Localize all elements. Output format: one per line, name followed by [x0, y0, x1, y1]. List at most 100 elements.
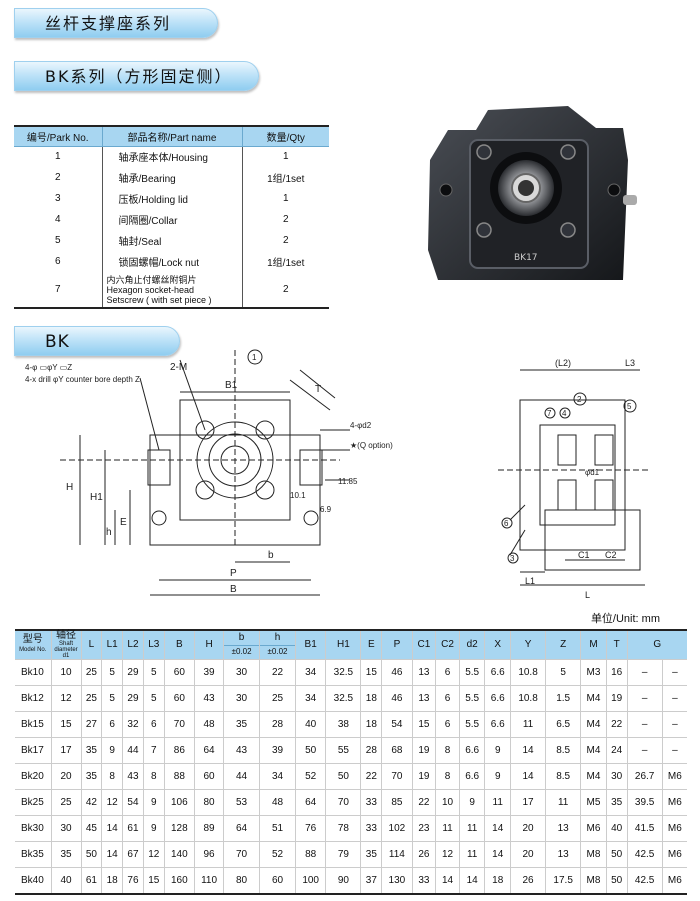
spec-cell: 17: [51, 737, 82, 764]
spec-cell: 67: [122, 841, 144, 868]
spec-col-b-small: b±0.02: [223, 630, 261, 660]
spec-cell: 76: [122, 867, 144, 894]
spec-cell: 15: [143, 867, 165, 894]
spec-cell: M8: [580, 841, 607, 868]
spec-cell: 14: [459, 867, 486, 894]
spec-cell: 90: [325, 867, 362, 894]
spec-cell: 89: [194, 815, 225, 842]
label-l1: L1: [525, 576, 535, 586]
spec-cell: 7: [143, 737, 165, 764]
parts-col-no: 编号/Park No.: [14, 126, 103, 147]
housing-side-view: [519, 399, 626, 551]
parts-qty: 1组/1set: [267, 258, 305, 269]
parts-name: 压板/Holding lid: [102, 188, 243, 209]
label-6-9: 6.9: [320, 505, 332, 514]
spec-cell: 30: [606, 763, 628, 790]
spec-cell: 5: [143, 659, 165, 686]
parts-no: 2: [14, 167, 103, 188]
parts-qty: 2: [282, 235, 289, 246]
label-option: ★(Q option): [350, 441, 393, 450]
spec-cell: 25: [51, 789, 82, 816]
spec-cell: 19: [412, 737, 437, 764]
note-2: 4-x drill φY counter bore depth Z: [25, 375, 140, 384]
spec-cell: 35: [51, 841, 82, 868]
spec-cell: 15: [51, 711, 82, 738]
spec-cell: 6.5: [545, 711, 582, 738]
spec-model-cell: Bk40: [15, 867, 52, 894]
spec-cell: –: [627, 711, 663, 738]
photo-label: BK17: [514, 253, 538, 263]
parts-no: 7: [14, 272, 103, 308]
spec-cell: 88: [295, 841, 327, 868]
spec-cell: M4: [580, 737, 607, 764]
spec-cell: 20: [51, 763, 82, 790]
spec-col-z: Z: [545, 630, 582, 660]
parts-col-qty: 数量/Qty: [242, 126, 329, 147]
spec-cell: 42.5: [627, 867, 663, 894]
spec-cell: 110: [194, 867, 225, 894]
label-h1: H1: [90, 492, 103, 503]
spec-cell: 33: [360, 815, 383, 842]
spec-cell: 6: [435, 711, 460, 738]
spec-col-l3: L3: [143, 630, 165, 660]
spec-cell: 18: [360, 711, 383, 738]
spec-cell: 41.5: [627, 815, 663, 842]
spec-cell: 5: [143, 685, 165, 712]
spec-cell: 85: [381, 789, 413, 816]
spec-cell: 13: [545, 841, 582, 868]
spec-col-b1: B1: [295, 630, 327, 660]
spec-cell: 50: [325, 763, 362, 790]
parts-qty: 1: [282, 151, 289, 163]
callout-2: 2: [577, 395, 582, 404]
spec-cell: 40: [51, 867, 82, 894]
parts-qty: 1: [282, 193, 289, 204]
spec-cell: 50: [81, 841, 103, 868]
spec-cell: 8: [143, 763, 165, 790]
spec-cell: 6.6: [459, 737, 486, 764]
spec-model-cell: Bk10: [15, 659, 52, 686]
label-4d2: 4-φd2: [350, 421, 372, 430]
spec-cell: 6: [143, 711, 165, 738]
label-b-large: B: [230, 584, 237, 595]
spec-cell: M6: [662, 815, 687, 842]
spec-cell: 35: [606, 789, 628, 816]
spec-cell: 11: [459, 815, 486, 842]
spec-col-m: M: [580, 630, 607, 660]
spec-cell: 28: [360, 737, 383, 764]
spec-cell: 45: [81, 815, 103, 842]
series-title-banner: 丝杆支撑座系列: [14, 8, 218, 38]
spec-cell: 13: [545, 815, 582, 842]
spec-col-l1: L1: [101, 630, 124, 660]
spec-cell: 30: [51, 815, 82, 842]
spec-cell: 52: [259, 841, 296, 868]
spec-cell: 44: [223, 763, 261, 790]
spec-cell: 9: [101, 737, 124, 764]
spec-cell: 25: [259, 685, 296, 712]
label-h: H: [66, 482, 73, 493]
label-e: E: [120, 517, 127, 528]
spec-cell: 10.8: [510, 659, 547, 686]
spec-cell: 61: [122, 815, 144, 842]
spec-cell: 5.5: [459, 685, 486, 712]
spec-cell: M4: [580, 685, 607, 712]
spec-cell: 9: [143, 789, 165, 816]
spec-cell: 8: [435, 737, 460, 764]
spec-cell: 14: [435, 867, 460, 894]
spec-col-l: L: [81, 630, 103, 660]
spec-cell: 43: [194, 685, 225, 712]
spec-cell: –: [627, 685, 663, 712]
spec-cell: 43: [122, 763, 144, 790]
spec-cell: M6: [662, 789, 687, 816]
bk-series-title: BK系列（方形固定侧）: [45, 67, 233, 86]
spec-col-e: E: [360, 630, 383, 660]
spec-cell: M6: [662, 867, 687, 894]
spec-cell: 35: [360, 841, 383, 868]
spec-cell: 76: [295, 815, 327, 842]
spec-cell: 18: [360, 685, 383, 712]
spec-cell: 12: [101, 789, 124, 816]
